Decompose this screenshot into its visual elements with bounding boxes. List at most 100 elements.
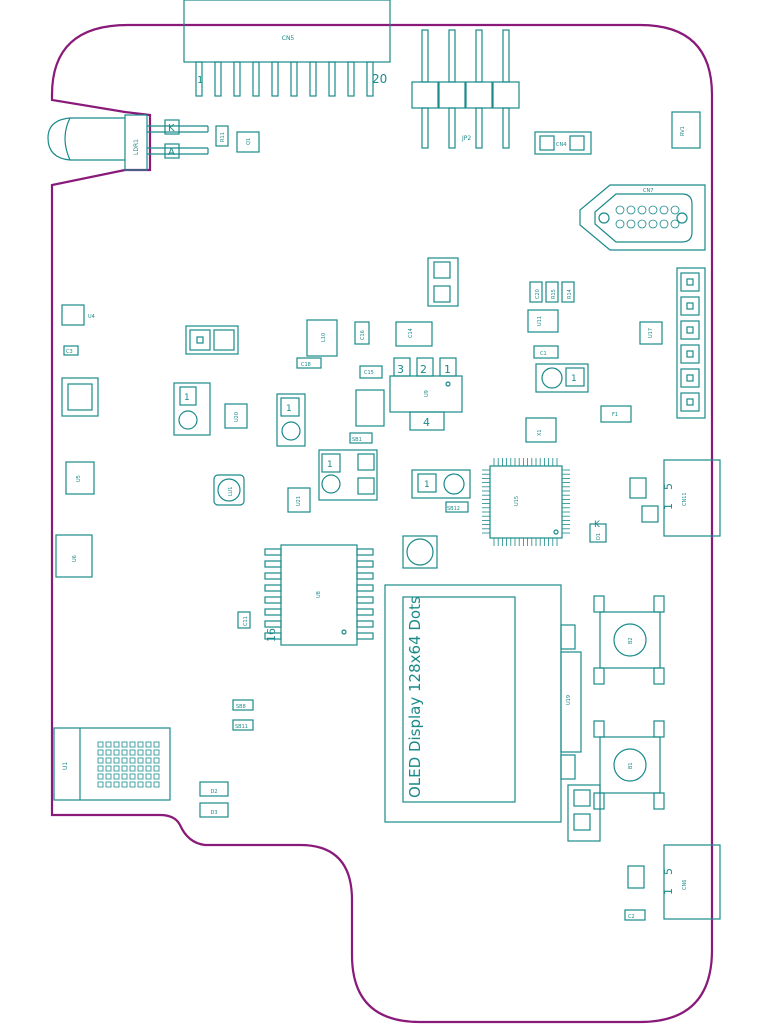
r14-ref: R14 [567, 289, 573, 299]
d3-ref: D3 [210, 810, 217, 816]
right-header-pin [680, 392, 700, 412]
cn5-pin [309, 61, 317, 97]
u9-pin3: 3 [397, 363, 404, 376]
u9-pin2: 2 [420, 363, 427, 376]
jp2-pin-lower [502, 107, 510, 149]
c1-cap [533, 345, 559, 359]
sb11-ref: SB11 [235, 724, 248, 730]
ldr-sensor: LDR1 K A [47, 114, 209, 171]
button-leg [653, 595, 665, 613]
u1-pad [105, 781, 112, 788]
right-header-pin [680, 272, 700, 292]
cn7-pin [626, 205, 636, 215]
u8-pin [264, 620, 282, 628]
cn6-pin-b: 5 [662, 868, 675, 875]
u1-pad [145, 781, 152, 788]
u1-pad [153, 781, 160, 788]
sb8-ref: SB8 [236, 704, 246, 710]
u1-pad [129, 781, 136, 788]
q1-transistor [236, 131, 260, 153]
r11-ref: R11 [220, 132, 226, 142]
u8-pin [356, 596, 374, 604]
button-leg [593, 720, 605, 738]
c11-ref: C11 [243, 616, 249, 626]
u1-pad [153, 765, 160, 772]
u1-pad [97, 749, 104, 756]
u1-pad [137, 773, 144, 780]
buzzer [402, 535, 438, 569]
u1-pad [145, 741, 152, 748]
sb11-bridge [232, 719, 254, 731]
u1-pad [113, 749, 120, 756]
u1-pad [145, 773, 152, 780]
rv1-trimmer [671, 111, 701, 149]
button-leg [593, 667, 605, 685]
cn6-ref: CN6 [682, 880, 688, 890]
c13-pads [567, 784, 601, 842]
cn11-connector: 1 5 CN11 [662, 459, 721, 537]
c3-ref: C3 [66, 349, 73, 355]
cap-c12: 1 [173, 382, 211, 436]
cap-c8: 1 [318, 449, 378, 501]
u1-pad [129, 749, 136, 756]
u1-pad [113, 741, 120, 748]
jp2-pin-block [411, 81, 439, 109]
push-button-b1[interactable]: B1 [593, 720, 665, 810]
jp2-pin-block [465, 81, 493, 109]
sb12-ref: SB12 [447, 506, 460, 512]
u9-ref: U9 [424, 390, 430, 397]
oled-display: OLED Display 128x64 Dots U19 [384, 584, 582, 823]
cn11-pin-a: 1 [662, 503, 675, 510]
cn5-pin-start: 1 [197, 75, 203, 86]
u1-pad [121, 757, 128, 764]
ldr-k-label: K [168, 123, 175, 134]
cn7-pin [637, 219, 647, 229]
r11-resistor [215, 125, 229, 147]
c2-cap [624, 909, 646, 921]
u1-pad [137, 781, 144, 788]
c15-ref: C15 [364, 370, 374, 376]
u8-pin [264, 608, 282, 616]
u9-pin4: 4 [423, 416, 430, 429]
u8-pin [264, 572, 282, 580]
u1-pad [137, 741, 144, 748]
u8-pin [356, 632, 374, 640]
u1-pad [97, 773, 104, 780]
jp2-pin-lower [475, 107, 483, 149]
u8-pin [356, 548, 374, 556]
u6-chip [55, 534, 93, 578]
cn5-pin [271, 61, 279, 97]
u8-pin [264, 560, 282, 568]
cn7-pin [659, 219, 669, 229]
pb-pads [427, 257, 459, 307]
u1-pad [121, 773, 128, 780]
u1-pad [137, 749, 144, 756]
sb1-ref: SB1 [352, 437, 362, 443]
sb8-bridge [232, 699, 254, 711]
cn6-connector: 1 5 CN6 [662, 844, 721, 920]
u20-ref: U20 [234, 412, 240, 422]
c18-ref: C18 [301, 362, 311, 368]
button-ref: B2 [628, 637, 634, 644]
u6-ref: U6 [72, 555, 78, 562]
cn5-pin [233, 61, 241, 97]
cn7-dsub-connector: CN7 [579, 184, 706, 251]
u8-pin [264, 596, 282, 604]
u15-mcu: U15 [482, 458, 570, 546]
u1-ref: U1 [62, 762, 69, 770]
cn5-ref: CN5 [282, 35, 295, 42]
c20-cap [529, 281, 543, 303]
u1-pad [153, 741, 160, 748]
u1-pad [97, 765, 104, 772]
cn5-pin [347, 61, 355, 97]
u1-pad [97, 781, 104, 788]
c16-ref: C16 [360, 330, 366, 340]
cn5-pin-end: 20 [372, 72, 387, 86]
u5-ref: U5 [76, 475, 82, 482]
right-pin-header [676, 267, 706, 419]
jp2-header: JP2 [411, 29, 520, 149]
u1-pad [153, 757, 160, 764]
u1-pad [129, 757, 136, 764]
right-header-pin [680, 368, 700, 388]
push-button-b2[interactable]: B2 [593, 595, 665, 685]
